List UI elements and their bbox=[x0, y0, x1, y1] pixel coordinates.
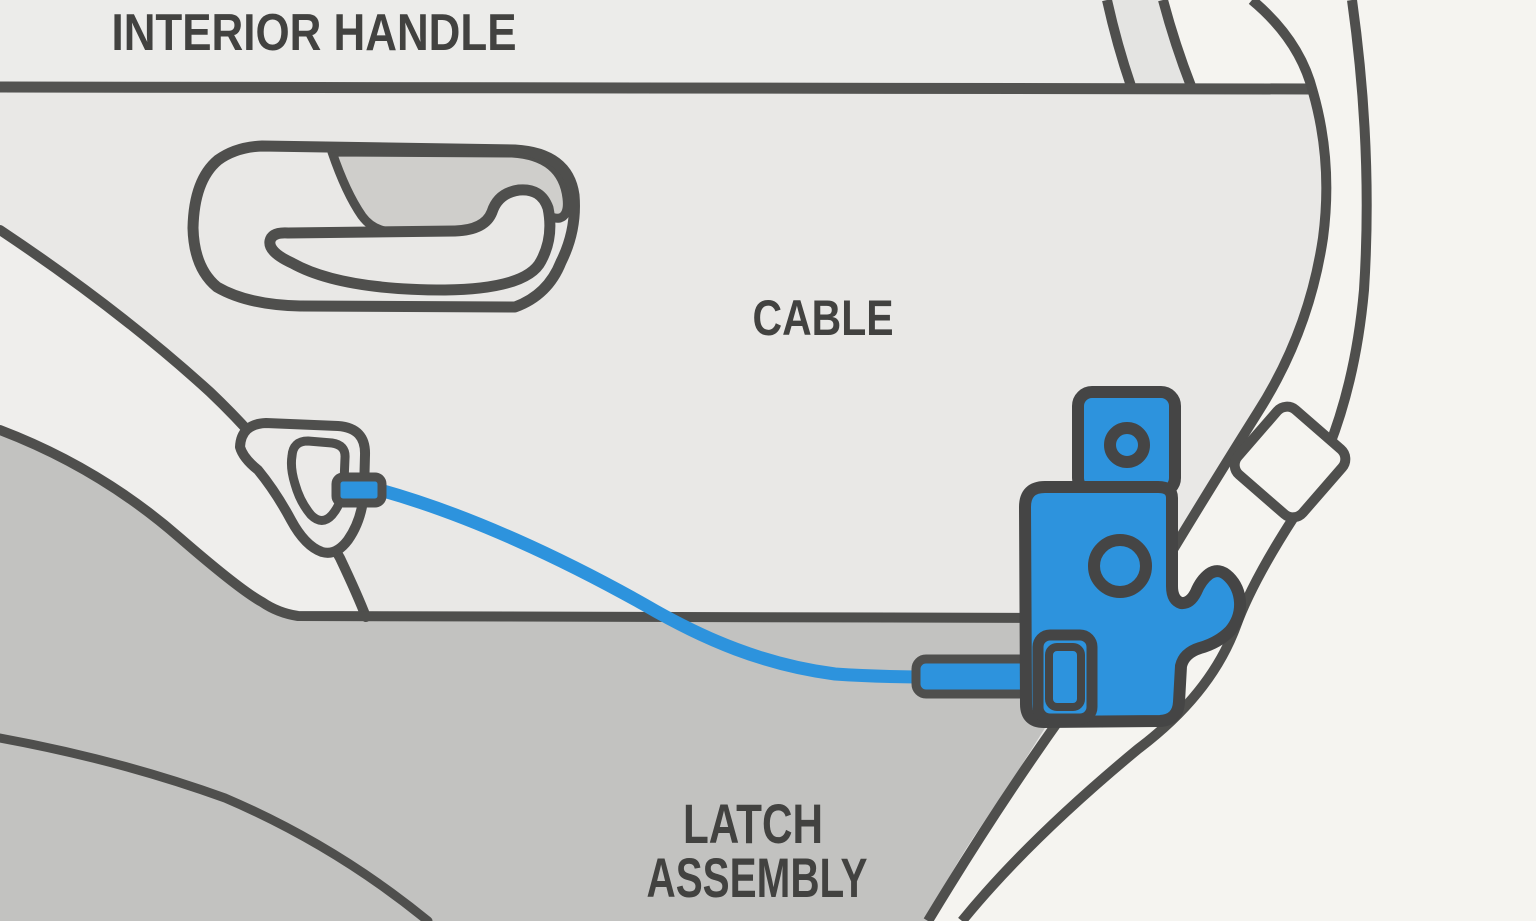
label-interior-handle: INTERIOR HANDLE bbox=[112, 4, 517, 62]
lower-door-panel bbox=[0, 432, 1062, 921]
handle-bezel bbox=[187, 140, 580, 313]
latch-connector-outer bbox=[1032, 629, 1098, 725]
cable-end-fitting bbox=[331, 472, 387, 508]
top-label-band bbox=[0, 0, 1311, 88]
door-panel-wedge bbox=[0, 232, 366, 618]
latch-assembly-graphic bbox=[1019, 386, 1247, 728]
handle-lever bbox=[264, 184, 556, 296]
latch-bracket-hole bbox=[1104, 422, 1150, 468]
striker-plate bbox=[1229, 401, 1351, 523]
pillar-line-right bbox=[1158, 0, 1196, 88]
door-inner-edge-curve bbox=[923, 0, 1332, 921]
lower-panel-top-line bbox=[0, 425, 1067, 623]
latch-connector-inner bbox=[1045, 643, 1085, 711]
header-divider-line bbox=[0, 81, 1312, 95]
release-mechanism-graphic bbox=[235, 418, 370, 558]
release-lever-inner bbox=[286, 436, 350, 525]
label-cable: CABLE bbox=[753, 290, 894, 346]
door-outer-edge-curve bbox=[958, 0, 1372, 921]
cable-line bbox=[373, 483, 937, 684]
armrest-contour-line bbox=[0, 733, 433, 921]
label-latch-assembly-line2: ASSEMBLY bbox=[647, 846, 868, 909]
pillar-gap bbox=[1163, 0, 1311, 88]
latch-spindle-hole bbox=[1088, 534, 1152, 598]
interior-handle-graphic bbox=[187, 140, 580, 313]
pillar-line-left bbox=[1102, 0, 1136, 88]
release-housing bbox=[235, 418, 370, 558]
label-latch-assembly-line1: LATCH bbox=[683, 792, 823, 855]
